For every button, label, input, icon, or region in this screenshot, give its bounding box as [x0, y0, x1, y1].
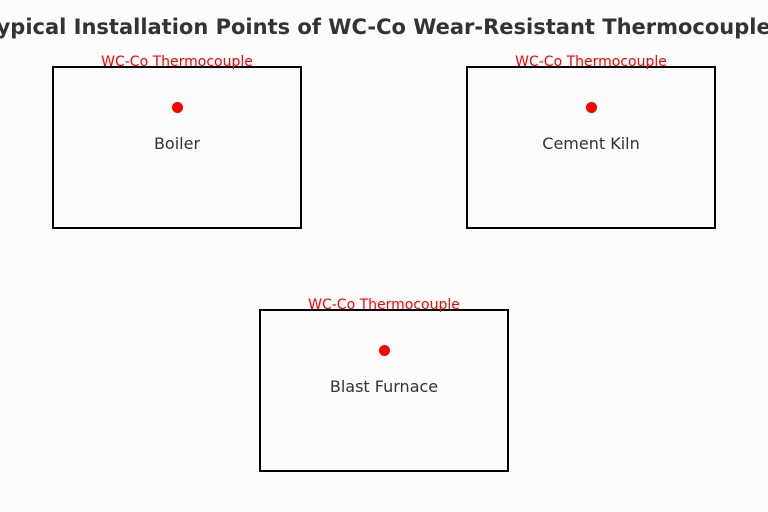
site-boiler: WC-Co Thermocouple Boiler [52, 54, 302, 229]
diagram-title: Typical Installation Points of WC-Co Wea… [0, 15, 768, 39]
thermocouple-label: WC-Co Thermocouple [308, 297, 460, 313]
thermocouple-point-icon [172, 102, 183, 113]
thermocouple-point-icon [586, 102, 597, 113]
site-name: Boiler [153, 134, 201, 153]
site-name: Cement Kiln [542, 134, 640, 153]
thermocouple-point-icon [379, 345, 390, 356]
site-name: Blast Furnace [329, 377, 439, 396]
thermocouple-label: WC-Co Thermocouple [101, 54, 253, 70]
thermocouple-label: WC-Co Thermocouple [515, 54, 667, 70]
site-cement-kiln: WC-Co Thermocouple Cement Kiln [466, 54, 716, 229]
site-blast-furnace: WC-Co Thermocouple Blast Furnace [259, 297, 509, 472]
